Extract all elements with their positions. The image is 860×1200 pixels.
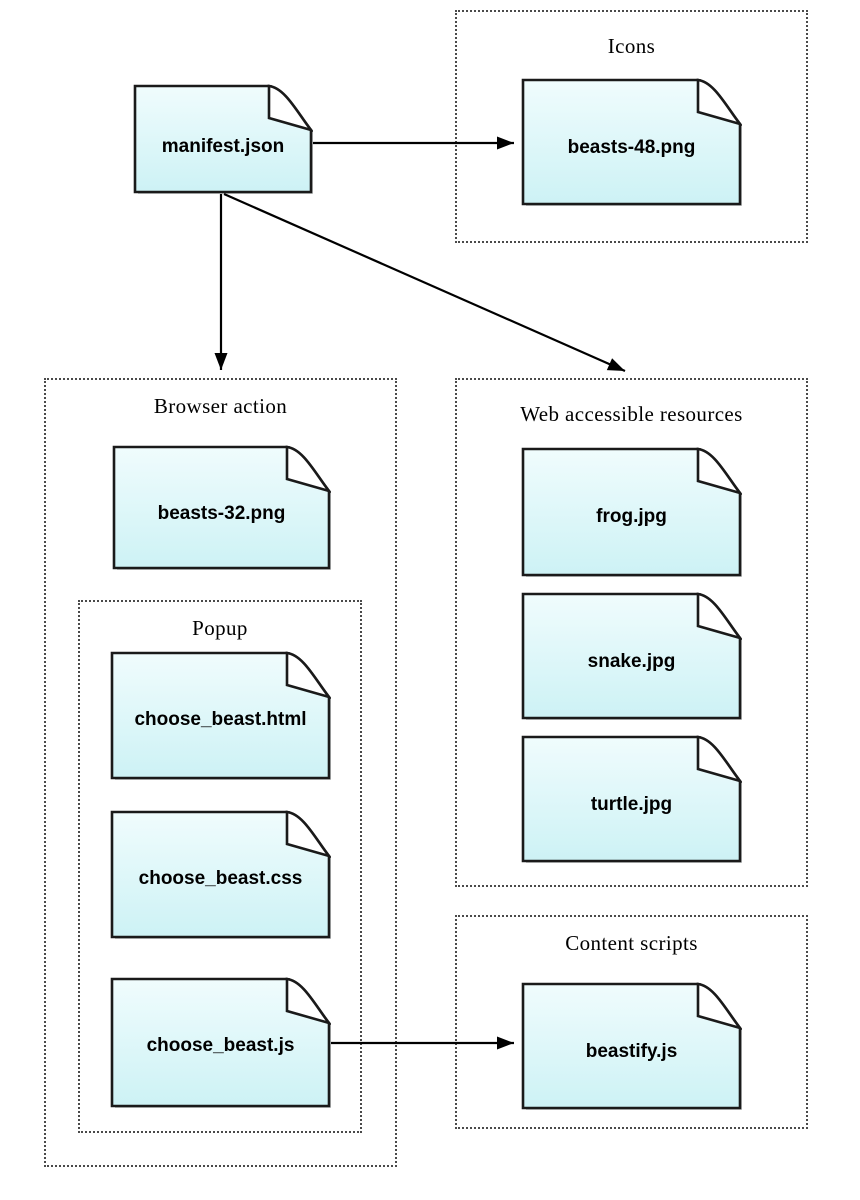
file-node-shape bbox=[112, 445, 331, 570]
group-label-browser: Browser action bbox=[153, 394, 288, 418]
group-label-icons: Icons bbox=[607, 34, 656, 58]
group-browser: Browser action bbox=[44, 378, 397, 1167]
file-node-shape bbox=[110, 977, 331, 1108]
file-node-cbcss[interactable]: choose_beast.css bbox=[110, 810, 331, 939]
group-content: Content scripts bbox=[455, 915, 808, 1129]
file-node-shape bbox=[521, 592, 742, 720]
file-node-snake[interactable]: snake.jpg bbox=[521, 592, 742, 720]
file-node-shape bbox=[521, 447, 742, 577]
file-node-cbhtml[interactable]: choose_beast.html bbox=[110, 651, 331, 780]
file-node-turtle[interactable]: turtle.jpg bbox=[521, 735, 742, 863]
file-node-beasts32[interactable]: beasts-32.png bbox=[112, 445, 331, 570]
file-node-cbjs[interactable]: choose_beast.js bbox=[110, 977, 331, 1108]
file-node-shape bbox=[110, 651, 331, 780]
group-popup: Popup bbox=[78, 600, 362, 1133]
file-node-shape bbox=[521, 78, 742, 206]
file-node-shape bbox=[521, 735, 742, 863]
file-node-shape bbox=[133, 84, 313, 194]
group-web-res: Web accessible resources bbox=[455, 378, 808, 887]
file-node-frog[interactable]: frog.jpg bbox=[521, 447, 742, 577]
file-node-shape bbox=[110, 810, 331, 939]
file-node-shape bbox=[521, 982, 742, 1110]
file-node-manifest[interactable]: manifest.json bbox=[133, 84, 313, 194]
group-icons: Icons bbox=[455, 10, 808, 243]
group-label-popup: Popup bbox=[192, 616, 248, 640]
group-label-web-res: Web accessible resources bbox=[520, 402, 743, 426]
group-label-content: Content scripts bbox=[565, 931, 698, 955]
file-node-beastify[interactable]: beastify.js bbox=[521, 982, 742, 1110]
file-node-beasts48[interactable]: beasts-48.png bbox=[521, 78, 742, 206]
